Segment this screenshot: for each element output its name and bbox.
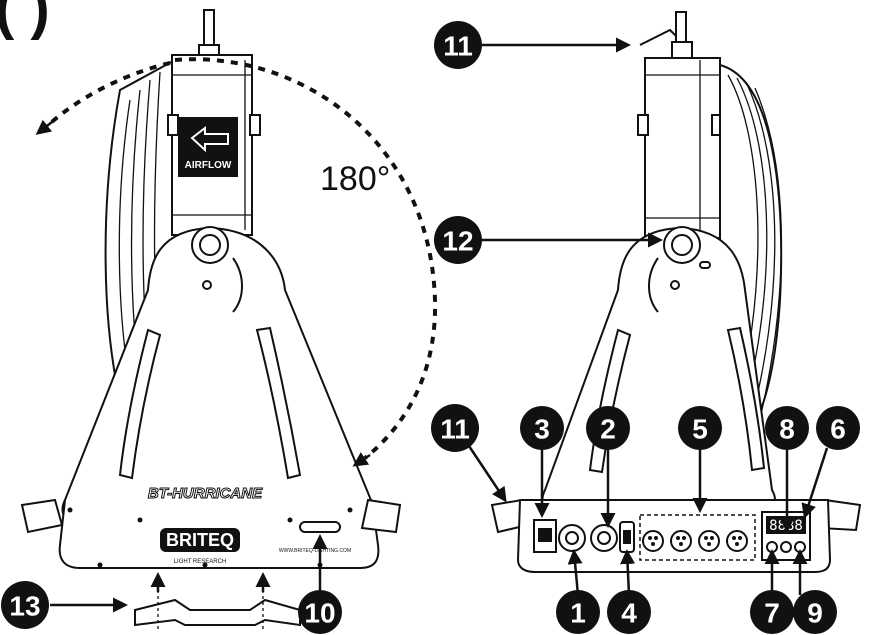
callout-5: 5	[678, 406, 722, 450]
callout-4: 4	[607, 590, 651, 634]
brand-tagline: LIGHT RESEARCH	[174, 559, 227, 565]
dmx-connector-group	[639, 514, 756, 561]
callout-8: 8	[765, 406, 809, 450]
brand-logo: BRITEQ	[166, 530, 234, 550]
callout-arrows	[50, 37, 829, 613]
rotation-label: 180°	[320, 160, 390, 198]
dmx-in-3pin	[642, 530, 664, 552]
svg-text:5: 5	[692, 414, 708, 445]
rotation-arc-left	[43, 61, 171, 130]
svg-text:9: 9	[807, 598, 823, 629]
callout-9: 9	[793, 590, 837, 634]
airflow-arrow-icon	[190, 125, 229, 153]
up-down-button	[780, 541, 792, 553]
svg-text:2: 2	[600, 414, 616, 445]
svg-text:6: 6	[830, 414, 846, 445]
website: WWW.BRITEQ-LIGHTING.COM	[279, 548, 351, 554]
front-view: AIRFLOW BT-HURRICANE BRITEQ LIGHT RESEAR…	[20, 9, 402, 630]
callout-2: 2	[586, 406, 630, 450]
brand-model: BT-HURRICANE	[148, 485, 263, 502]
serial-plate	[299, 521, 341, 533]
top-knob-left	[203, 9, 215, 49]
callout-13: 13	[1, 581, 49, 629]
brand-logo-box	[160, 528, 240, 552]
airflow-sticker	[178, 117, 238, 177]
svg-text:7: 7	[764, 598, 780, 629]
handle-left-a	[20, 498, 64, 534]
dmx-in-5pin	[698, 530, 720, 552]
menu-button	[766, 541, 778, 553]
title-fragment: ( )	[0, 0, 50, 41]
svg-text:3: 3	[534, 414, 550, 445]
svg-text:10: 10	[304, 598, 335, 629]
enter-button	[794, 541, 806, 553]
callout-6: 6	[816, 406, 860, 450]
callout-7: 7	[750, 590, 794, 634]
callout-1: 1	[556, 590, 600, 634]
dmx-out-3pin	[670, 530, 692, 552]
floor-stand	[134, 598, 301, 627]
fan-body-right	[644, 57, 721, 239]
callout-11-bottom: 11	[431, 404, 479, 452]
svg-text:4: 4	[621, 598, 637, 629]
svg-text:11: 11	[440, 414, 470, 445]
airflow-label: AIRFLOW	[185, 160, 232, 171]
dmx-out-5pin	[726, 530, 748, 552]
svg-text:12: 12	[442, 226, 473, 257]
callout-3: 3	[520, 406, 564, 450]
handle-left-b	[360, 498, 402, 534]
back-view: 8888	[490, 11, 862, 573]
svg-text:11: 11	[443, 31, 473, 62]
callout-12: 12	[434, 216, 482, 264]
svg-text:8: 8	[779, 414, 795, 445]
callout-10: 10	[298, 590, 342, 634]
svg-text:13: 13	[9, 591, 40, 622]
callout-11-top: 11	[434, 21, 482, 69]
svg-text:1: 1	[570, 598, 586, 629]
